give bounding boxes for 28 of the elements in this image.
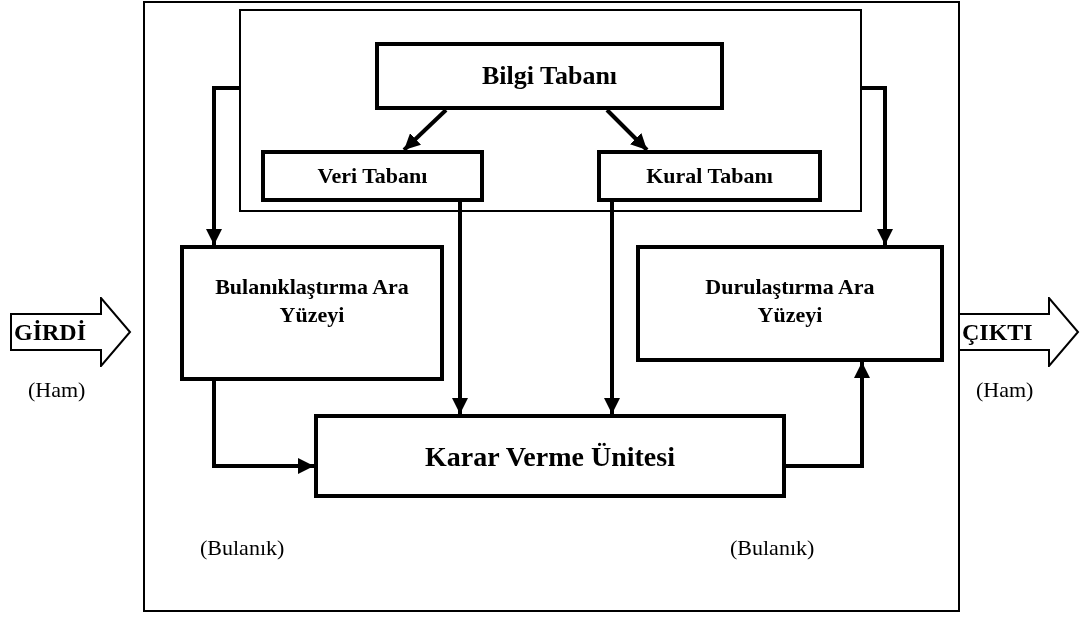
arrow [605,108,649,152]
process-box [375,42,724,110]
process-box [261,150,484,202]
arrow [604,202,620,414]
box-label: Bulanıklaştırma Ara Yüzeyi [214,273,410,328]
box-label: Veri Tabanı [316,162,429,190]
process-box [180,245,444,381]
arrow [206,86,239,245]
note-text: (Ham) [28,379,86,401]
box-label: Kural Tabanı [645,162,774,190]
box-label: Bilgi Tabanı [480,59,619,92]
note-text: (Ham) [976,379,1034,401]
box-label: Karar Verme Ünitesi [424,439,676,474]
arrow [862,86,893,245]
arrow-label: ÇIKTI [962,318,1033,347]
note-text: (Bulanık) [730,537,815,559]
process-box [314,414,786,498]
box-label: Durulaştırma Ara Yüzeyi [704,273,876,328]
arrow [402,108,448,152]
arrow-label: GİRDİ [14,318,86,347]
arrow [212,381,314,474]
note-text: (Bulanık) [200,537,285,559]
process-box [597,150,822,202]
outer-box [143,1,960,612]
arrow [786,362,870,468]
arrow [452,202,468,414]
process-box [636,245,944,362]
group-box [239,9,862,212]
